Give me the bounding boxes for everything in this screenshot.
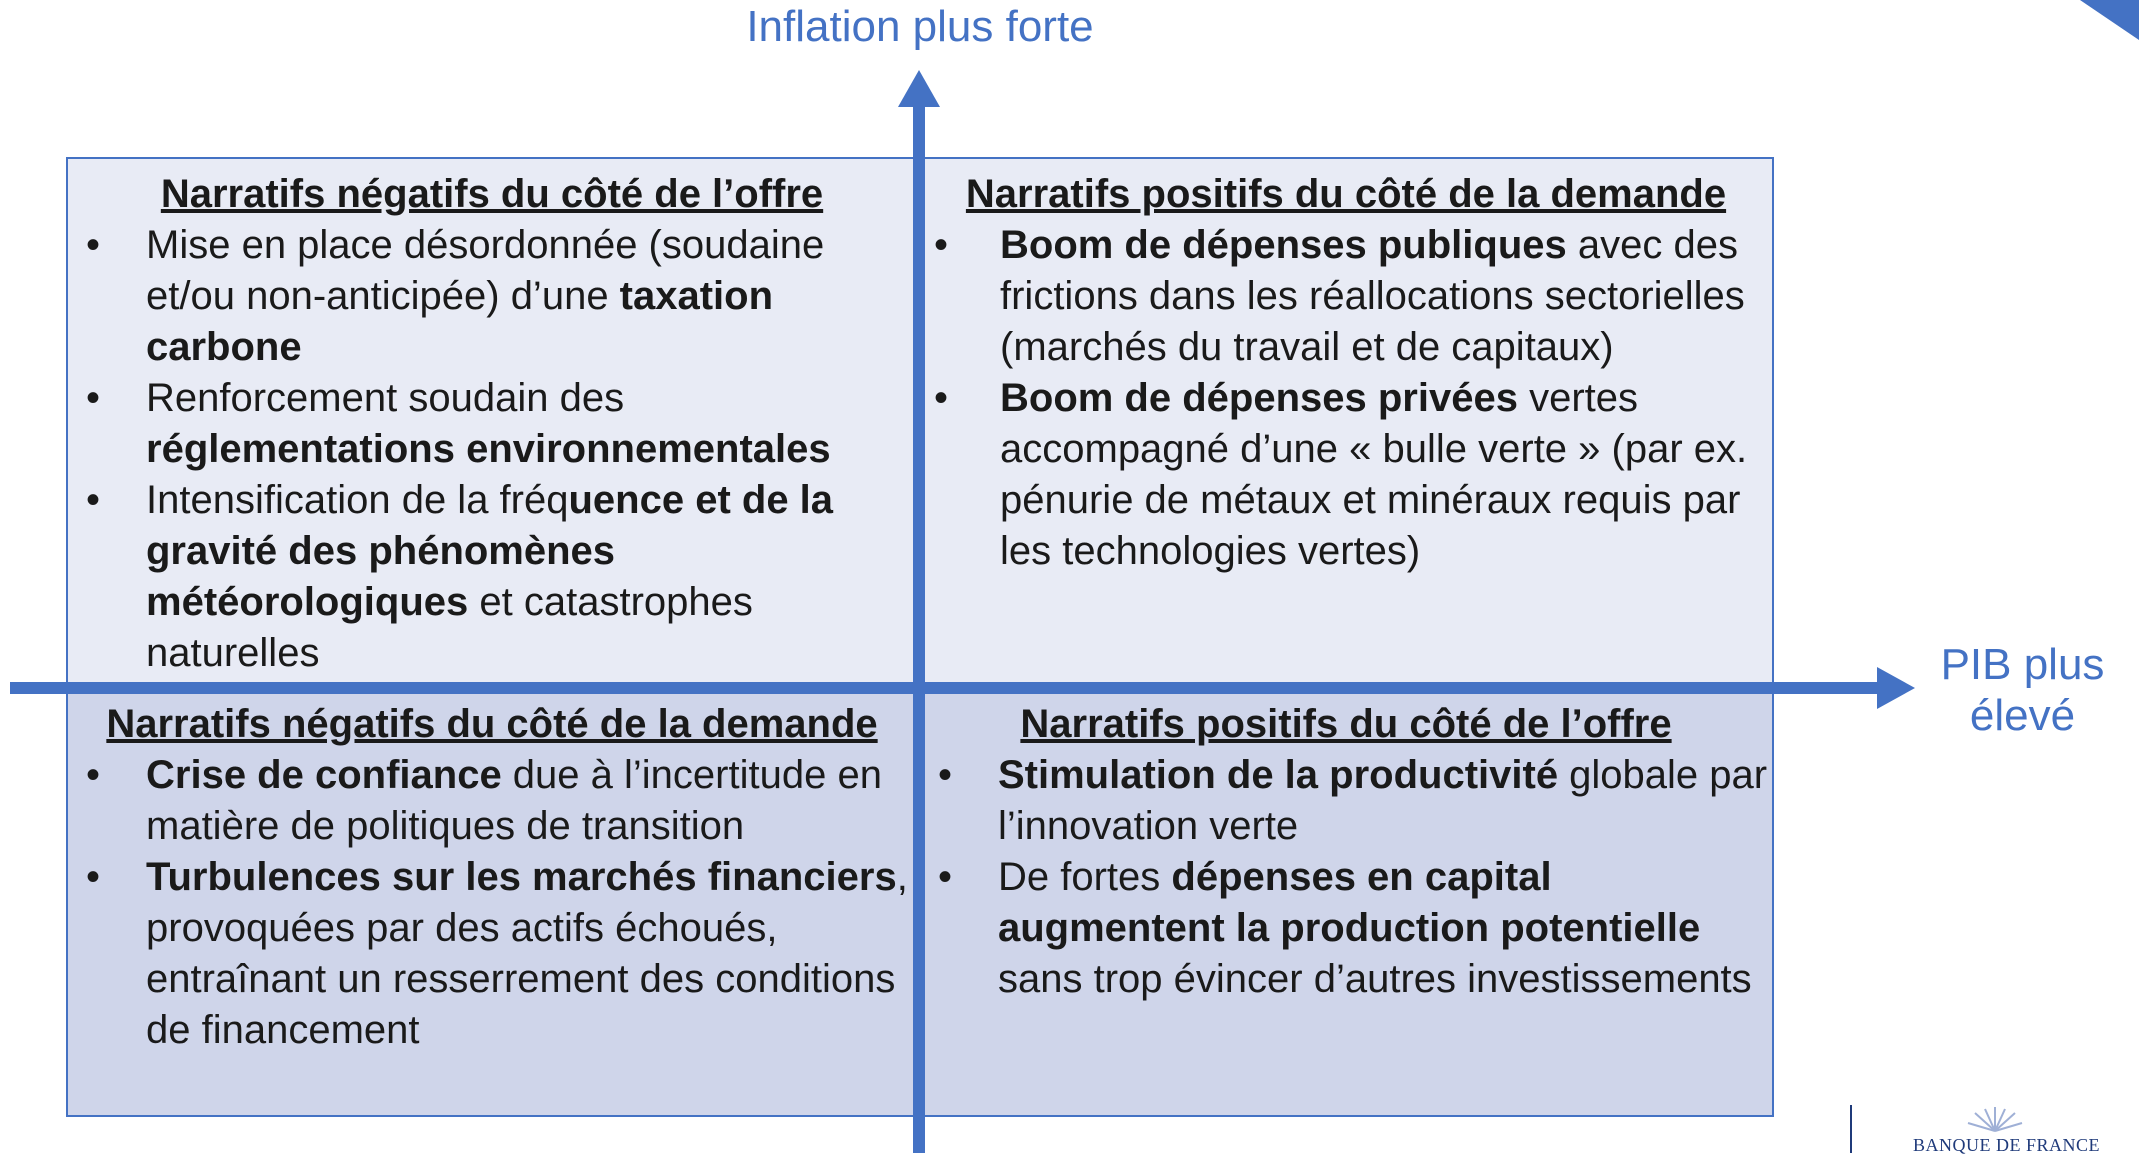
- bullet-list: Stimulation de la productivité globale p…: [918, 750, 1774, 1005]
- text: due à l’incertitude en matière de politi…: [146, 753, 882, 848]
- corner-decoration: [2080, 0, 2139, 40]
- text: Intensification de la fréq: [146, 478, 569, 522]
- bullet-item: Crise de confiance due à l’incertitude e…: [66, 750, 918, 852]
- quadrant-negative-demand: Narratifs négatifs du côté de la demande…: [66, 687, 918, 1117]
- bullet-item: Turbulences sur les marchés financiers, …: [66, 852, 918, 1056]
- quadrant-title: Narratifs négatifs du côté de la demande: [106, 702, 878, 746]
- y-axis-label: Inflation plus forte: [746, 2, 1094, 51]
- quadrant-positive-demand: Narratifs positifs du côté de la demande…: [918, 157, 1774, 687]
- bold-text: uence et de la gravité des phénomènes mé…: [146, 478, 834, 624]
- bold-text: réglementations environnementales: [146, 427, 831, 471]
- x-axis-label-line2: élevé: [1969, 690, 2076, 740]
- bullet-item: Stimulation de la productivité globale p…: [918, 750, 1774, 852]
- x-axis-arrowhead: [1877, 667, 1915, 709]
- bold-text: Stimulation de la productivité: [998, 753, 1559, 797]
- bullet-list: Crise de confiance due à l’incertitude e…: [66, 750, 918, 1056]
- bold-text: Turbulences sur les marchés financiers: [146, 855, 897, 899]
- bold-text: dépenses en capital augmentent la produc…: [998, 855, 1701, 950]
- x-axis-label-line1: PIB plus: [1940, 640, 2105, 689]
- text: Renforcement soudain des: [146, 376, 625, 420]
- bullet-item: Renforcement soudain des réglementations…: [66, 373, 918, 475]
- bullet-item: Mise en place désordonnée (soudaine et/o…: [66, 220, 918, 373]
- bold-text: Boom de dépenses publiques: [1000, 223, 1567, 267]
- bullet-list: Boom de dépenses publiques avec des fric…: [918, 220, 1774, 577]
- quadrant-title: Narratifs négatifs du côté de l’offre: [160, 172, 824, 216]
- bullet-item: De fortes dépenses en capital augmentent…: [918, 852, 1774, 1005]
- bullet-item: Intensification de la fréquence et de la…: [66, 475, 918, 679]
- text: , provoquées par des actifs échoués, ent…: [146, 855, 908, 1052]
- text: avec des frictions dans les réallocation…: [1000, 223, 1745, 369]
- bold-text: Boom de dépenses privées: [1000, 376, 1518, 420]
- bullet-item: Boom de dépenses publiques avec des fric…: [918, 220, 1774, 373]
- quadrant-title: Narratifs positifs du côté de la demande: [965, 172, 1727, 216]
- text: globale par l’innovation verte: [998, 753, 1768, 848]
- text: et catastrophes naturelles: [146, 580, 753, 675]
- bullet-list: Mise en place désordonnée (soudaine et/o…: [66, 220, 918, 679]
- bold-text: taxation carbone: [146, 274, 774, 369]
- text: sans trop évincer d’autres investissemen…: [998, 957, 1752, 1001]
- y-axis-arrowhead: [898, 70, 940, 107]
- quadrant-positive-supply: Narratifs positifs du côté de l’offre St…: [918, 687, 1774, 1117]
- bold-text: Crise de confiance: [146, 753, 502, 797]
- text: vertes accompagné d’une « bulle verte » …: [1000, 376, 1748, 573]
- text: De fortes: [998, 855, 1172, 899]
- logo-text: BANQUE DE FRANCE: [1913, 1135, 2101, 1155]
- banque-de-france-logo: [1850, 1105, 2023, 1153]
- bullet-item: Boom de dépenses privées vertes accompag…: [918, 373, 1774, 577]
- text: Mise en place désordonnée (soudaine et/o…: [146, 223, 825, 318]
- quadrant-negative-supply: Narratifs négatifs du côté de l’offre Mi…: [66, 157, 918, 687]
- quadrant-title: Narratifs positifs du côté de l’offre: [1020, 702, 1672, 746]
- x-axis-label: PIB plus élevé: [1905, 640, 2139, 741]
